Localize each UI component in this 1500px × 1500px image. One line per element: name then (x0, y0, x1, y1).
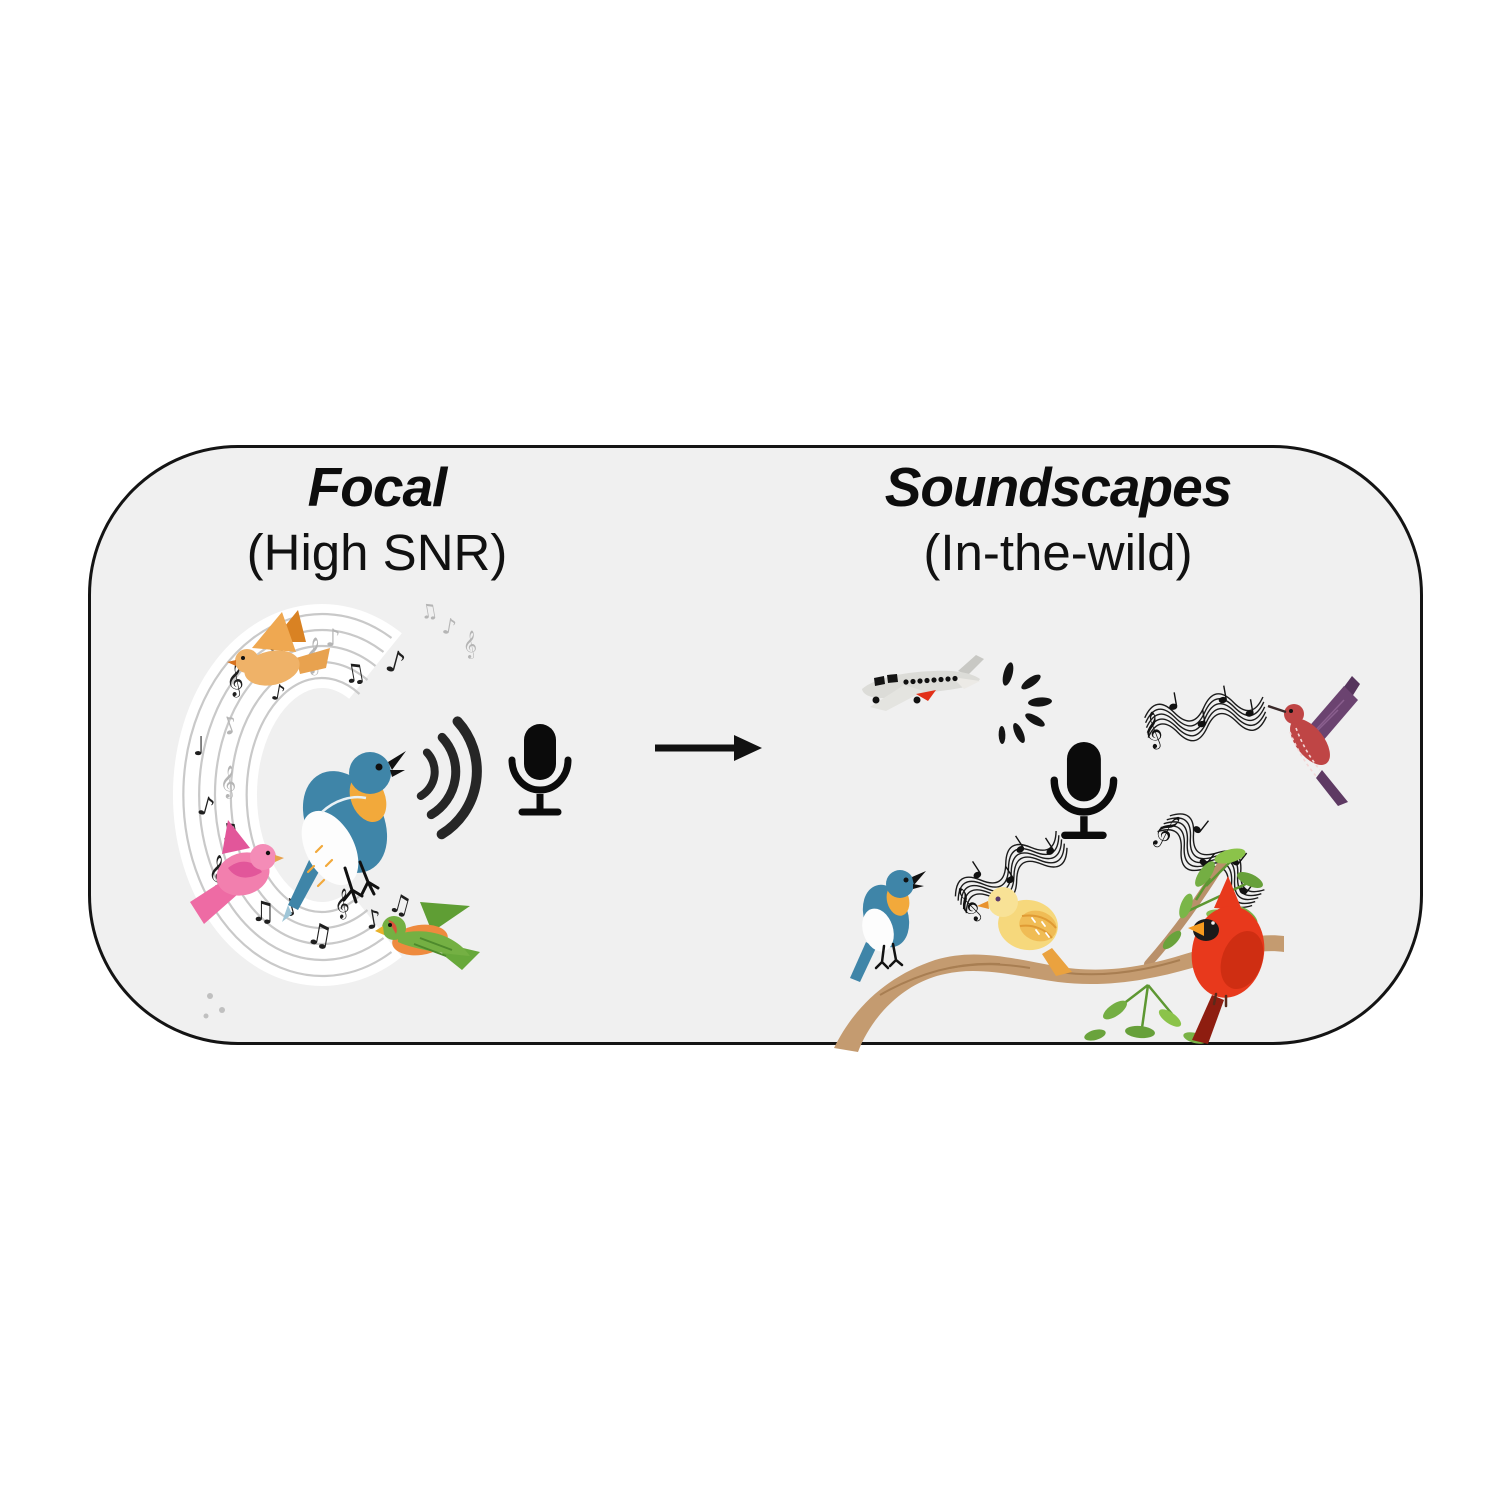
arrow-right-icon (655, 735, 762, 761)
focal-title: Focal (307, 456, 448, 518)
focal-subtitle: (High SNR) (246, 523, 508, 581)
perched-bluebird (850, 870, 926, 982)
sound-waves-icon (416, 716, 482, 840)
airplane-icon (862, 655, 984, 711)
svg-text:♪: ♪ (363, 904, 385, 936)
svg-text:♫: ♫ (418, 598, 440, 625)
svg-text:♫: ♫ (250, 895, 275, 928)
svg-text:♫: ♫ (303, 916, 336, 955)
red-cardinal (1188, 876, 1265, 1044)
decorative-dots (203, 993, 225, 1019)
svg-text:𝄞: 𝄞 (334, 888, 349, 920)
yellow-bird (977, 887, 1072, 976)
svg-text:♪: ♪ (269, 680, 287, 707)
pink-bird (190, 820, 284, 924)
svg-text:♪: ♪ (440, 614, 458, 641)
soundscape-illustration (834, 655, 1360, 1052)
noise-splash-icon (998, 661, 1053, 745)
hummingbird (1267, 676, 1360, 806)
svg-text:𝄞: 𝄞 (220, 765, 237, 799)
svg-text:𝄞: 𝄞 (226, 662, 244, 698)
soundscapes-title: Soundscapes (884, 456, 1233, 518)
focal-label: Focal (High SNR) (167, 456, 587, 582)
soundscapes-subtitle: (In-the-wild) (923, 523, 1193, 581)
svg-text:♪: ♪ (325, 624, 340, 652)
wavy-music-staff (1145, 796, 1278, 917)
svg-text:♫: ♫ (341, 657, 369, 691)
wavy-music-staff (1136, 676, 1270, 752)
focal-bluebird (282, 751, 406, 922)
green-parrot (375, 902, 480, 970)
focal-illustration: ♪ ♫ ♪ 𝄞 ♫ ♪ 𝄞 ♪ ♩ 𝄞 ♪ ♫ 𝄞 ♪ ♫ ♪ ♫ 𝄞 ♪ ♫ (172, 598, 568, 1019)
microphone-icon (512, 724, 568, 812)
orange-bird (227, 610, 330, 686)
microphone-icon (1054, 742, 1113, 835)
svg-text:𝄞: 𝄞 (463, 630, 477, 659)
svg-text:♪: ♪ (194, 791, 218, 824)
svg-text:♩: ♩ (193, 732, 205, 762)
soundscapes-label: Soundscapes (In-the-wild) (848, 456, 1268, 582)
